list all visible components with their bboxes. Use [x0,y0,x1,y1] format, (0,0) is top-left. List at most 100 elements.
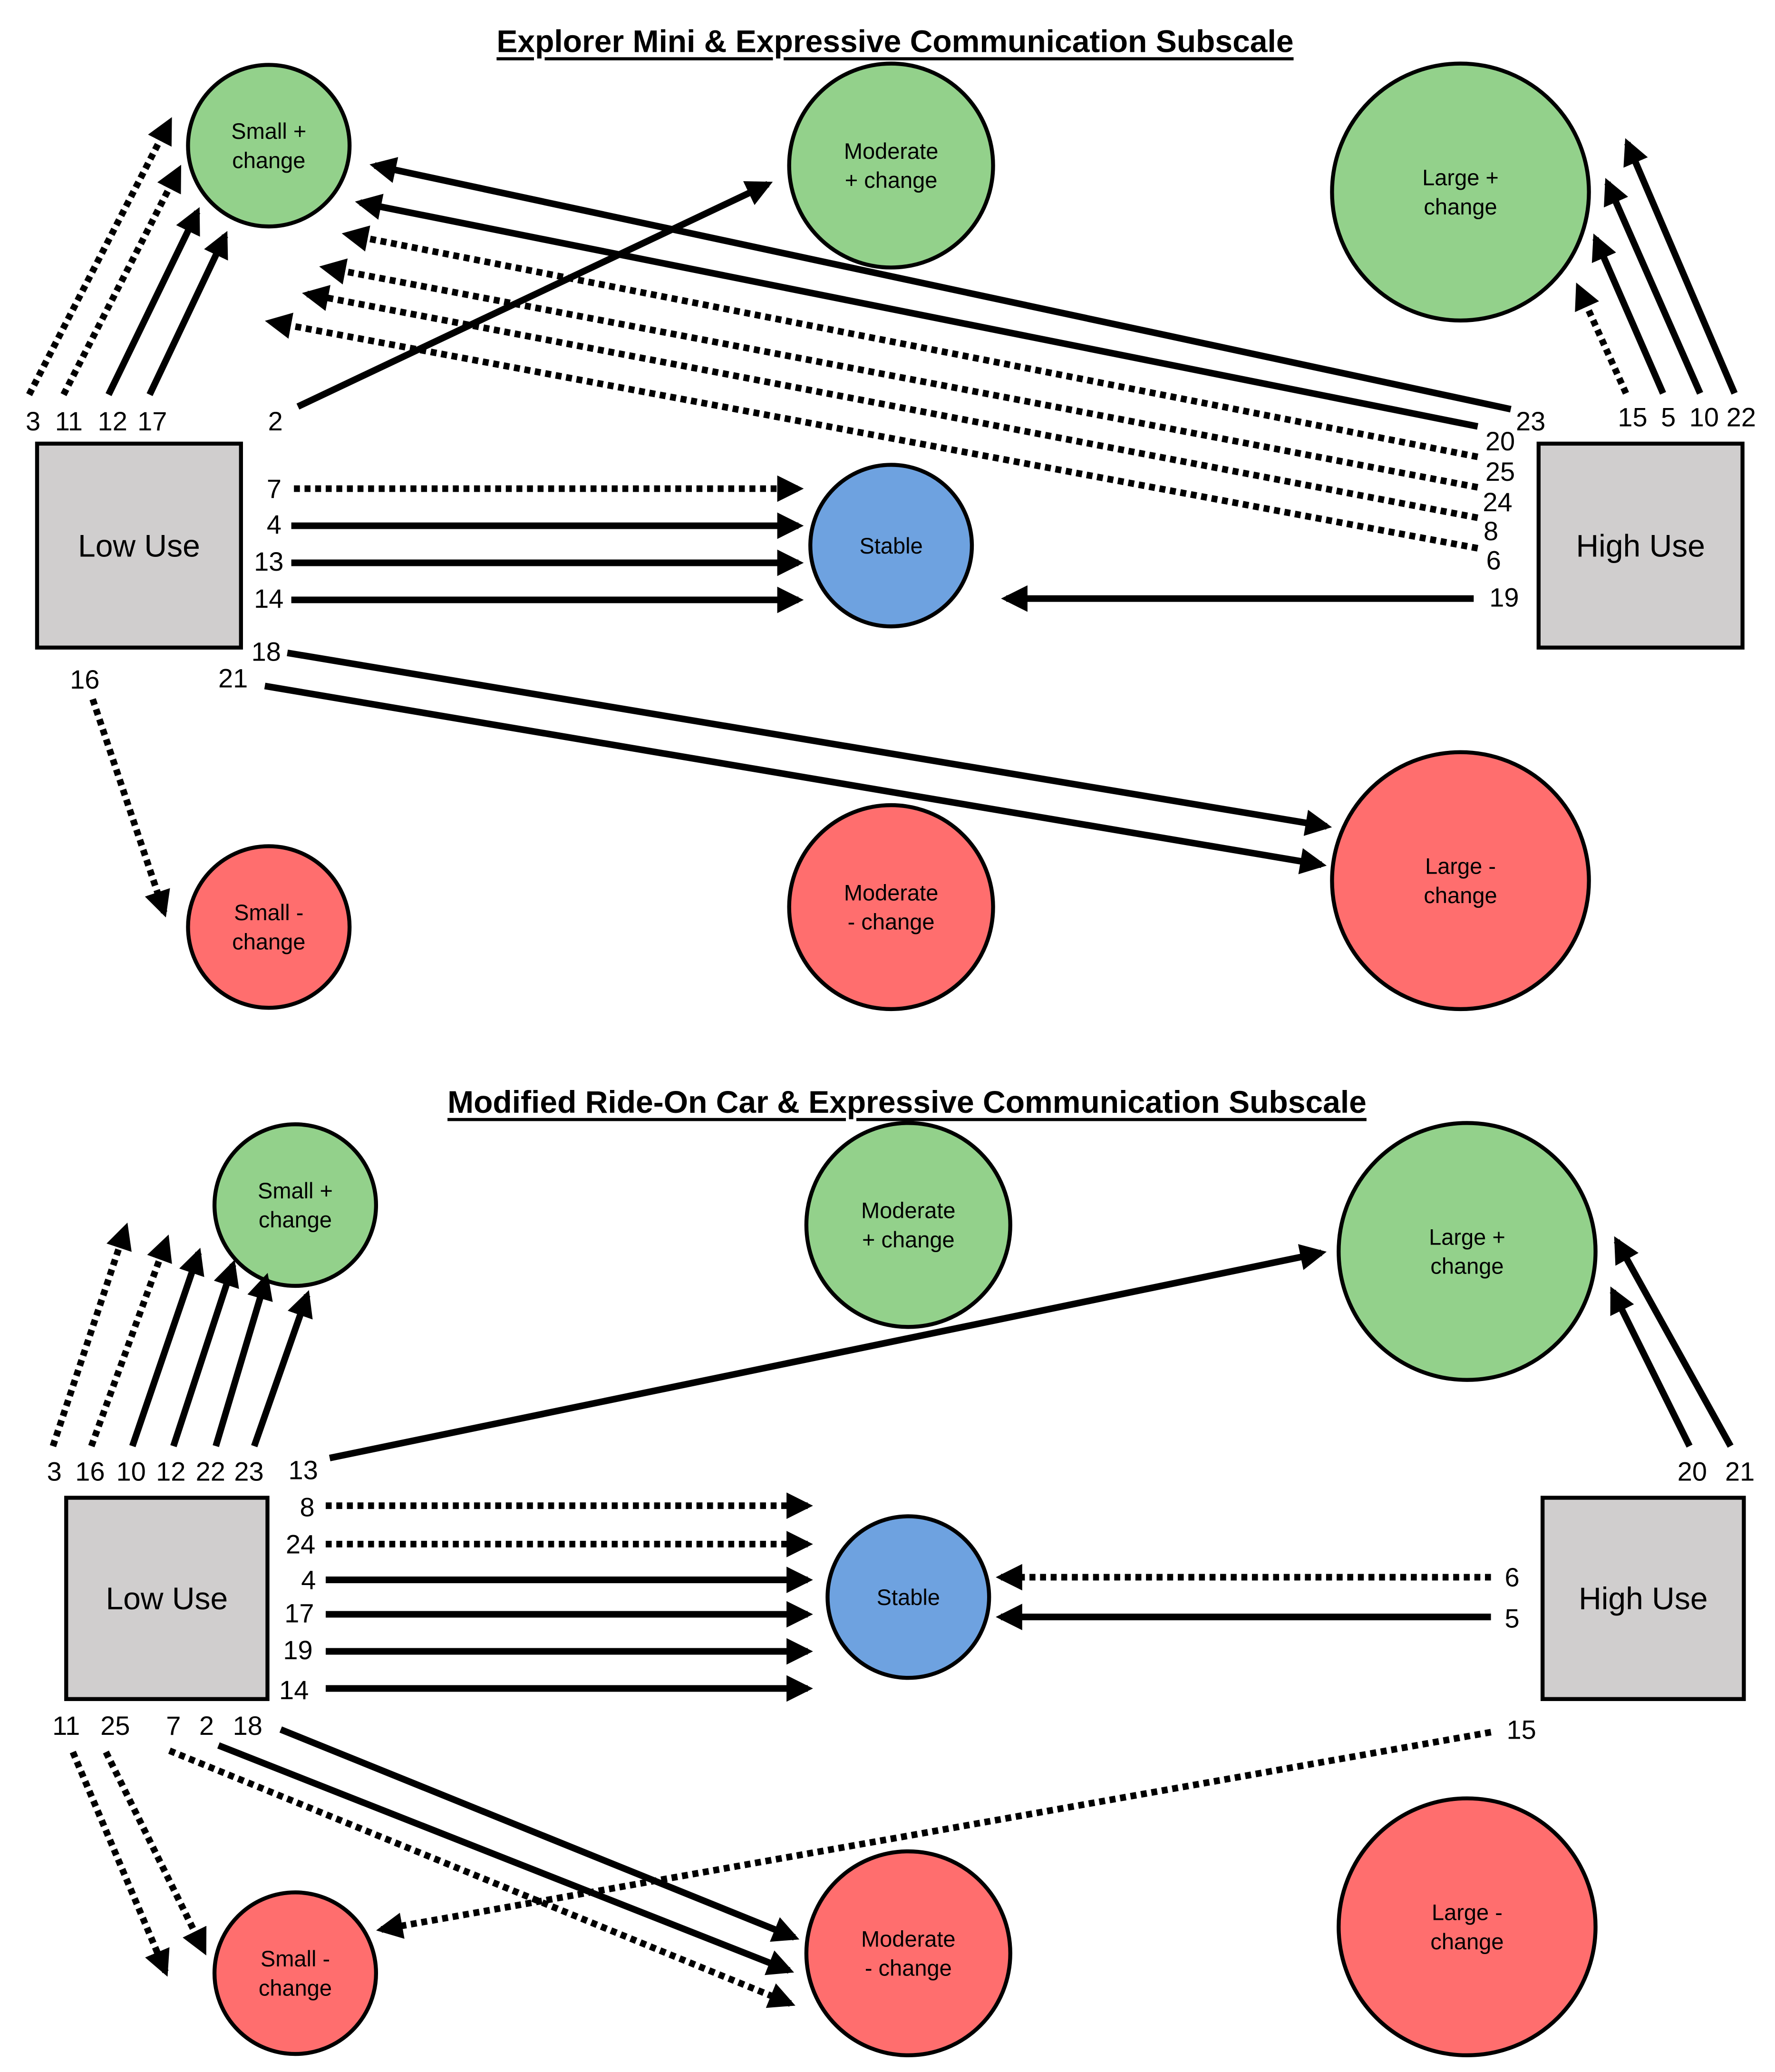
node-small-pos: Small +change [212,1122,378,1288]
participant-label-5: 5 [1505,1603,1520,1633]
participant-label-21: 21 [218,663,248,693]
participant-label-23: 23 [1516,406,1545,436]
large-neg-circle [1337,1796,1598,2058]
participant-label-25: 25 [1485,457,1515,486]
small-pos-label-line: Small + [231,118,306,144]
large-neg-label-line: change [1424,883,1497,908]
participant-label-21: 21 [1725,1456,1755,1486]
node-low-use: Low Use [64,1496,270,1701]
participant-label-3: 3 [26,406,40,436]
arrow-11 [69,1751,170,1977]
node-moderate-pos: Moderate+ change [804,1121,1012,1329]
participant-label-17: 17 [137,406,167,436]
moderate-pos-circle [787,61,995,270]
high-use-box [1540,1496,1746,1701]
small-pos-label-line: change [259,1207,332,1232]
arrow-8 [302,285,1479,521]
participant-label-24: 24 [1483,487,1512,517]
arrow-20 [1610,1286,1693,1448]
low-use-label-line: Low Use [106,1581,228,1616]
arrow-7 [168,1747,795,2008]
participant-label-7: 7 [166,1711,181,1741]
large-neg-label-line: Large - [1425,854,1496,879]
arrow-20 [355,194,1479,430]
participant-label-8: 8 [300,1492,314,1522]
arrow-21 [264,682,1327,875]
arrow-15 [1575,282,1629,395]
arrow-23 [251,1290,313,1448]
arrow-10 [129,1247,204,1448]
arrow-22 [213,1273,273,1447]
participant-label-5: 5 [1661,402,1676,432]
small-neg-circle [212,1890,378,2056]
participant-label-4: 4 [267,509,281,539]
large-neg-label-line: change [1430,1929,1503,1954]
stable-circle [825,1514,991,1680]
arrow-3 [26,117,173,397]
panel-explorer-mini: Explorer Mini & Expressive Communication… [26,23,1756,1012]
arrow-6 [265,312,1479,552]
participant-label-24: 24 [286,1529,315,1559]
participant-label-16: 16 [75,1456,105,1486]
participant-label-14: 14 [254,584,283,613]
moderate-pos-label-line: Moderate [844,138,939,164]
participant-label-2: 2 [199,1711,214,1741]
large-neg-circle [1330,750,1591,1012]
participant-label-10: 10 [1689,402,1719,432]
small-neg-label-line: change [259,1975,332,2000]
node-small-pos: Small + change [186,63,352,229]
moderate-pos-label-line: + change [845,167,938,193]
large-pos-circle [1330,61,1591,323]
stable-label-line: Stable [859,533,922,558]
moderate-neg-label-line: Moderate [861,1926,956,1951]
arrow-13 [329,1244,1327,1461]
arrow-3 [49,1222,132,1448]
arrow-16 [89,698,170,918]
panel-modified-ride-on-car: Modified Ride-On Car & Expressive Commun… [47,1084,1755,2058]
arrow-24 [319,258,1479,491]
low-use-box [35,441,243,650]
small-pos-label-line: change [232,147,305,173]
participant-label-20: 20 [1485,426,1515,456]
arrow-16 [88,1235,172,1448]
node-low-use: Low Use [35,441,243,650]
node-large-neg: Large - change [1330,750,1591,1012]
participant-label-13: 13 [289,1455,318,1485]
large-pos-label-line: Large + [1429,1224,1505,1249]
large-pos-label-line: Large + [1422,165,1499,190]
arrows [26,117,1738,918]
high-use-label-line: High Use [1576,528,1705,563]
arrow-22 [1623,138,1738,395]
participant-label-12: 12 [98,406,127,436]
moderate-neg-circle [787,803,995,1012]
participant-label-14: 14 [279,1675,309,1705]
participant-label-3: 3 [47,1456,62,1486]
arrow-23 [369,157,1512,413]
panel-title: Explorer Mini & Expressive Communication… [496,23,1293,58]
participant-label-20: 20 [1678,1456,1707,1486]
node-large-pos: Large +change [1330,61,1591,323]
node-high-use: High Use [1536,441,1745,650]
participant-label-22: 22 [196,1456,225,1486]
large-pos-label-line: change [1430,1254,1503,1279]
node-high-use: High Use [1540,1496,1746,1701]
panel-title: Modified Ride-On Car & Expressive Commun… [447,1084,1367,1119]
participant-label-4: 4 [301,1565,316,1595]
participant-label-2: 2 [268,406,283,436]
arrow-12 [106,207,201,396]
node-moderate-pos: Moderate + change [787,61,995,270]
large-pos-circle [1337,1121,1598,1382]
participant-label-11: 11 [55,406,83,436]
high-use-label-line: High Use [1579,1581,1707,1616]
node-stable: Stable [825,1514,991,1680]
participant-label-13: 13 [254,546,283,576]
small-neg-label-line: Small - [234,900,303,925]
small-neg-label-line: Small - [261,1946,330,1971]
small-neg-circle [186,844,352,1010]
participant-label-19: 19 [1489,582,1519,612]
arrow-21 [1614,1236,1734,1448]
arrow-5 [1591,233,1666,395]
low-use-label-line: Low Use [78,528,200,563]
